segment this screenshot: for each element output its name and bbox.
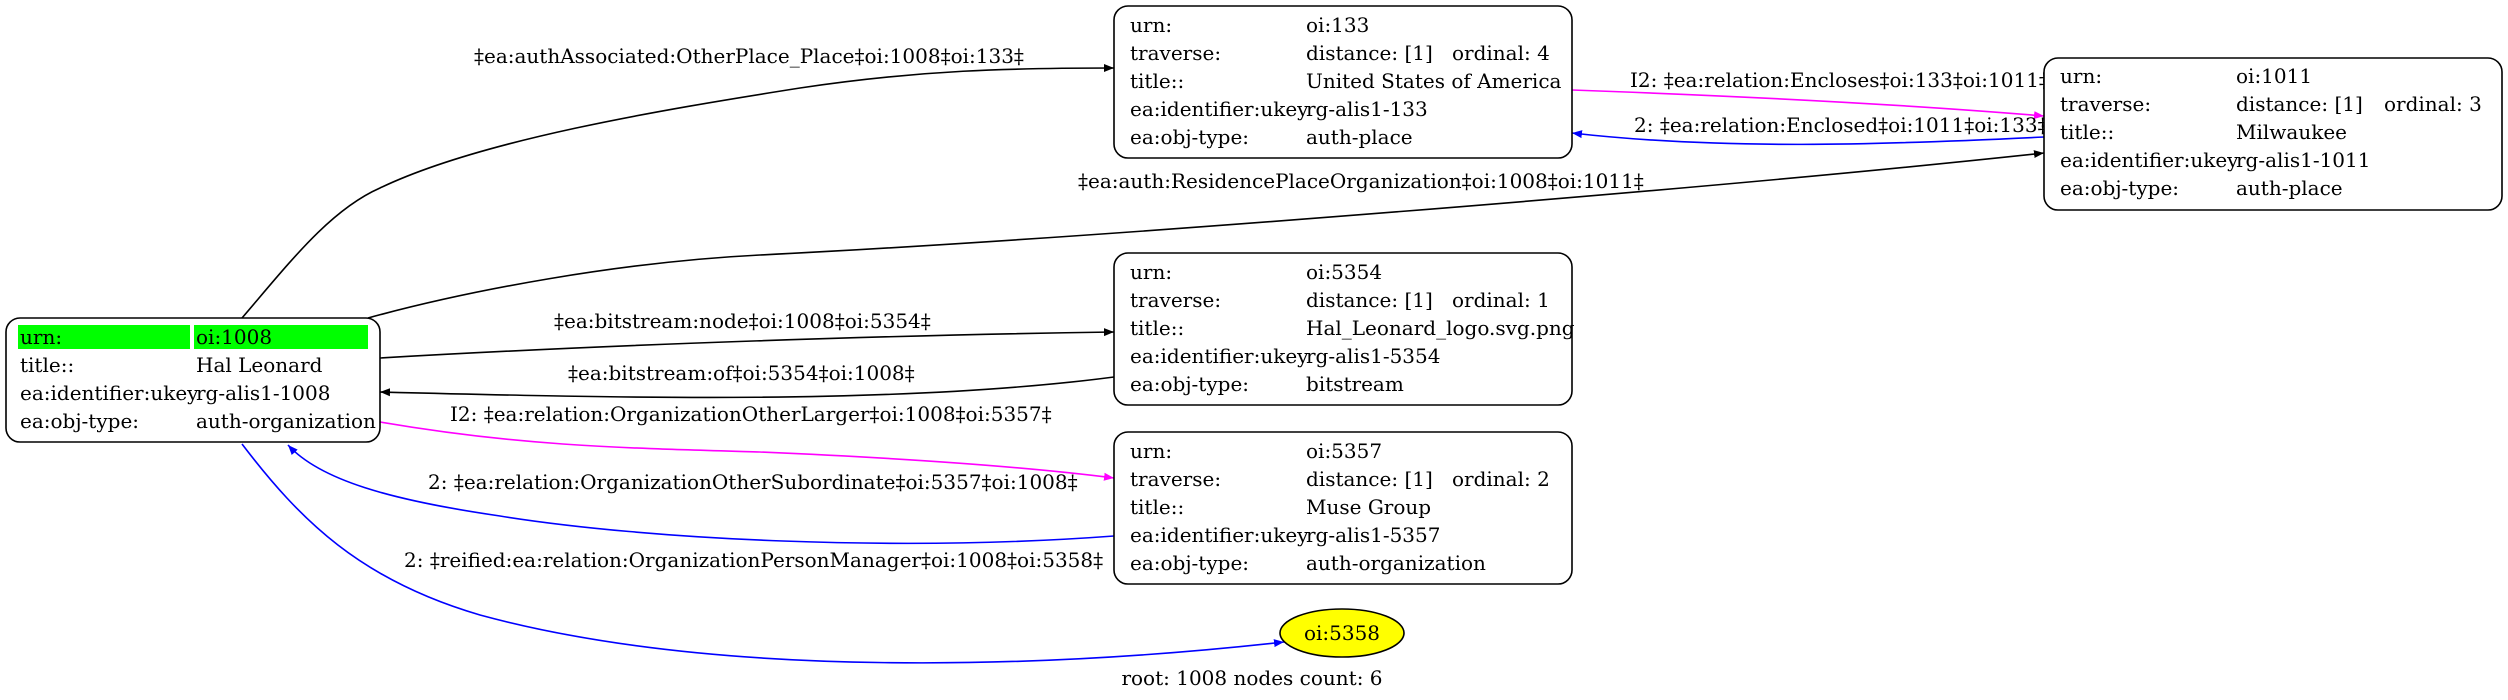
row-key: traverse: [2060,92,2151,116]
row-key: traverse: [1130,41,1221,65]
graph-footer: root: 1008 nodes count: 6 [1121,666,1382,690]
row-value: distance: [1] [2236,92,2363,116]
row-key: title:: [1130,69,1184,93]
node-box [1113,252,1573,406]
row-value: Milwaukee [2236,120,2347,144]
node-box [2043,57,2503,211]
node-oi-5354[interactable]: urn: oi:5354 traverse: distance: [1] ord… [1113,252,1575,406]
edge-label-org-other-subordinate: 2: ‡ea:relation:OrganizationOtherSubordi… [428,470,1078,494]
row-value: bitstream [1306,372,1404,396]
row-value: rg-alis1-133 [1306,97,1428,121]
root-highlight-value [194,325,368,349]
edge-label-residence: ‡ea:auth:ResidencePlaceOrganization‡oi:1… [1078,169,1644,193]
edge-label-encloses: I2: ‡ea:relation:Encloses‡oi:133‡oi:1011… [1630,68,2049,92]
row-key: traverse: [1130,288,1221,312]
node-box [1113,5,1573,159]
root-highlight-key [18,325,190,349]
row-extra: ordinal: 3 [2384,92,2482,116]
row-value: distance: [1] [1306,288,1433,312]
row-extra: ordinal: 2 [1452,467,1550,491]
edge-auth-associated [241,64,1115,319]
row-value: distance: [1] [1306,467,1433,491]
row-key: ea:obj-type: [2060,176,2179,200]
node-oi-5357[interactable]: urn: oi:5357 traverse: distance: [1] ord… [1113,431,1573,585]
row-key: ea:obj-type: [20,409,139,433]
row-value: rg-alis1-5357 [1306,523,1440,547]
row-value: oi:5354 [1306,260,1382,284]
row-key: ea:identifier:ukey [1130,523,1309,547]
row-key: title:: [1130,316,1184,340]
edge-org-other-larger [379,421,1115,481]
node-oi-1011[interactable]: urn: oi:1011 traverse: distance: [1] ord… [2043,57,2503,211]
row-value: auth-place [1306,125,1413,149]
edge-label-bitstream-node: ‡ea:bitstream:node‡oi:1008‡oi:5354‡ [554,309,931,333]
node-oi-133[interactable]: urn: oi:133 traverse: distance: [1] ordi… [1113,5,1573,159]
edge-person-manager [241,443,1285,664]
row-extra: ordinal: 4 [1452,41,1550,65]
row-value: oi:133 [1306,13,1369,37]
row-value: oi:5357 [1306,439,1382,463]
row-value: distance: [1] [1306,41,1433,65]
row-key: ea:identifier:ukey [1130,344,1309,368]
row-value: oi:1011 [2236,64,2312,88]
row-value: rg-alis1-1011 [2236,148,2370,172]
row-key: urn: [1130,260,1172,284]
edge-label-person-manager: 2: ‡reified:ea:relation:OrganizationPers… [404,548,1103,572]
row-value: rg-alis1-1008 [196,381,330,405]
edge-org-other-subordinate [287,444,1115,545]
edge-enclosed [1571,130,2045,146]
row-value: rg-alis1-5354 [1306,344,1440,368]
row-value: auth-place [2236,176,2343,200]
edge-label-enclosed: 2: ‡ea:relation:Enclosed‡oi:1011‡oi:133‡ [1634,113,2048,137]
edge-residence [367,150,2045,319]
edge-label-org-other-larger: I2: ‡ea:relation:OrganizationOtherLarger… [450,402,1052,426]
node-ellipse [1279,608,1405,658]
row-key: ea:identifier:ukey [20,381,199,405]
edge-bitstream-node [379,328,1115,359]
row-extra: ordinal: 1 [1452,288,1550,312]
row-value: United States of America [1306,69,1562,93]
row-key: ea:identifier:ukey [2060,148,2239,172]
row-key: ea:obj-type: [1130,551,1249,575]
row-key: urn: [1130,439,1172,463]
row-key: traverse: [1130,467,1221,491]
row-key: ea:obj-type: [1130,125,1249,149]
node-label: oi:5358 [1304,621,1380,645]
row-value: Muse Group [1306,495,1431,519]
row-value: Hal_Leonard_logo.svg.png [1306,316,1575,340]
row-key: title:: [2060,120,2114,144]
row-key: title:: [20,353,74,377]
edges [241,64,2045,664]
node-oi-1008[interactable]: urn: oi:1008 title:: Hal Leonard ea:iden… [5,317,381,443]
edge-label-bitstream-of: ‡ea:bitstream:of‡oi:5354‡oi:1008‡ [568,361,915,385]
row-key: ea:identifier:ukey [1130,97,1309,121]
edge-labels: ‡ea:authAssociated:OtherPlace_Place‡oi:1… [404,44,2049,572]
row-key: ea:obj-type: [1130,372,1249,396]
row-value: auth-organization [1306,551,1486,575]
edge-label-auth-associated: ‡ea:authAssociated:OtherPlace_Place‡oi:1… [474,44,1024,68]
row-key: urn: [1130,13,1172,37]
edge-bitstream-of [379,376,1115,399]
edge-encloses [1571,89,2045,120]
node-oi-5358[interactable]: oi:5358 [1279,608,1405,658]
row-key: title:: [1130,495,1184,519]
row-value: Hal Leonard [196,353,323,377]
row-key: urn: [2060,64,2102,88]
row-value: oi:1008 [196,325,272,349]
row-key: urn: [20,325,62,349]
node-box [1113,431,1573,585]
row-value: auth-organization [196,409,376,433]
